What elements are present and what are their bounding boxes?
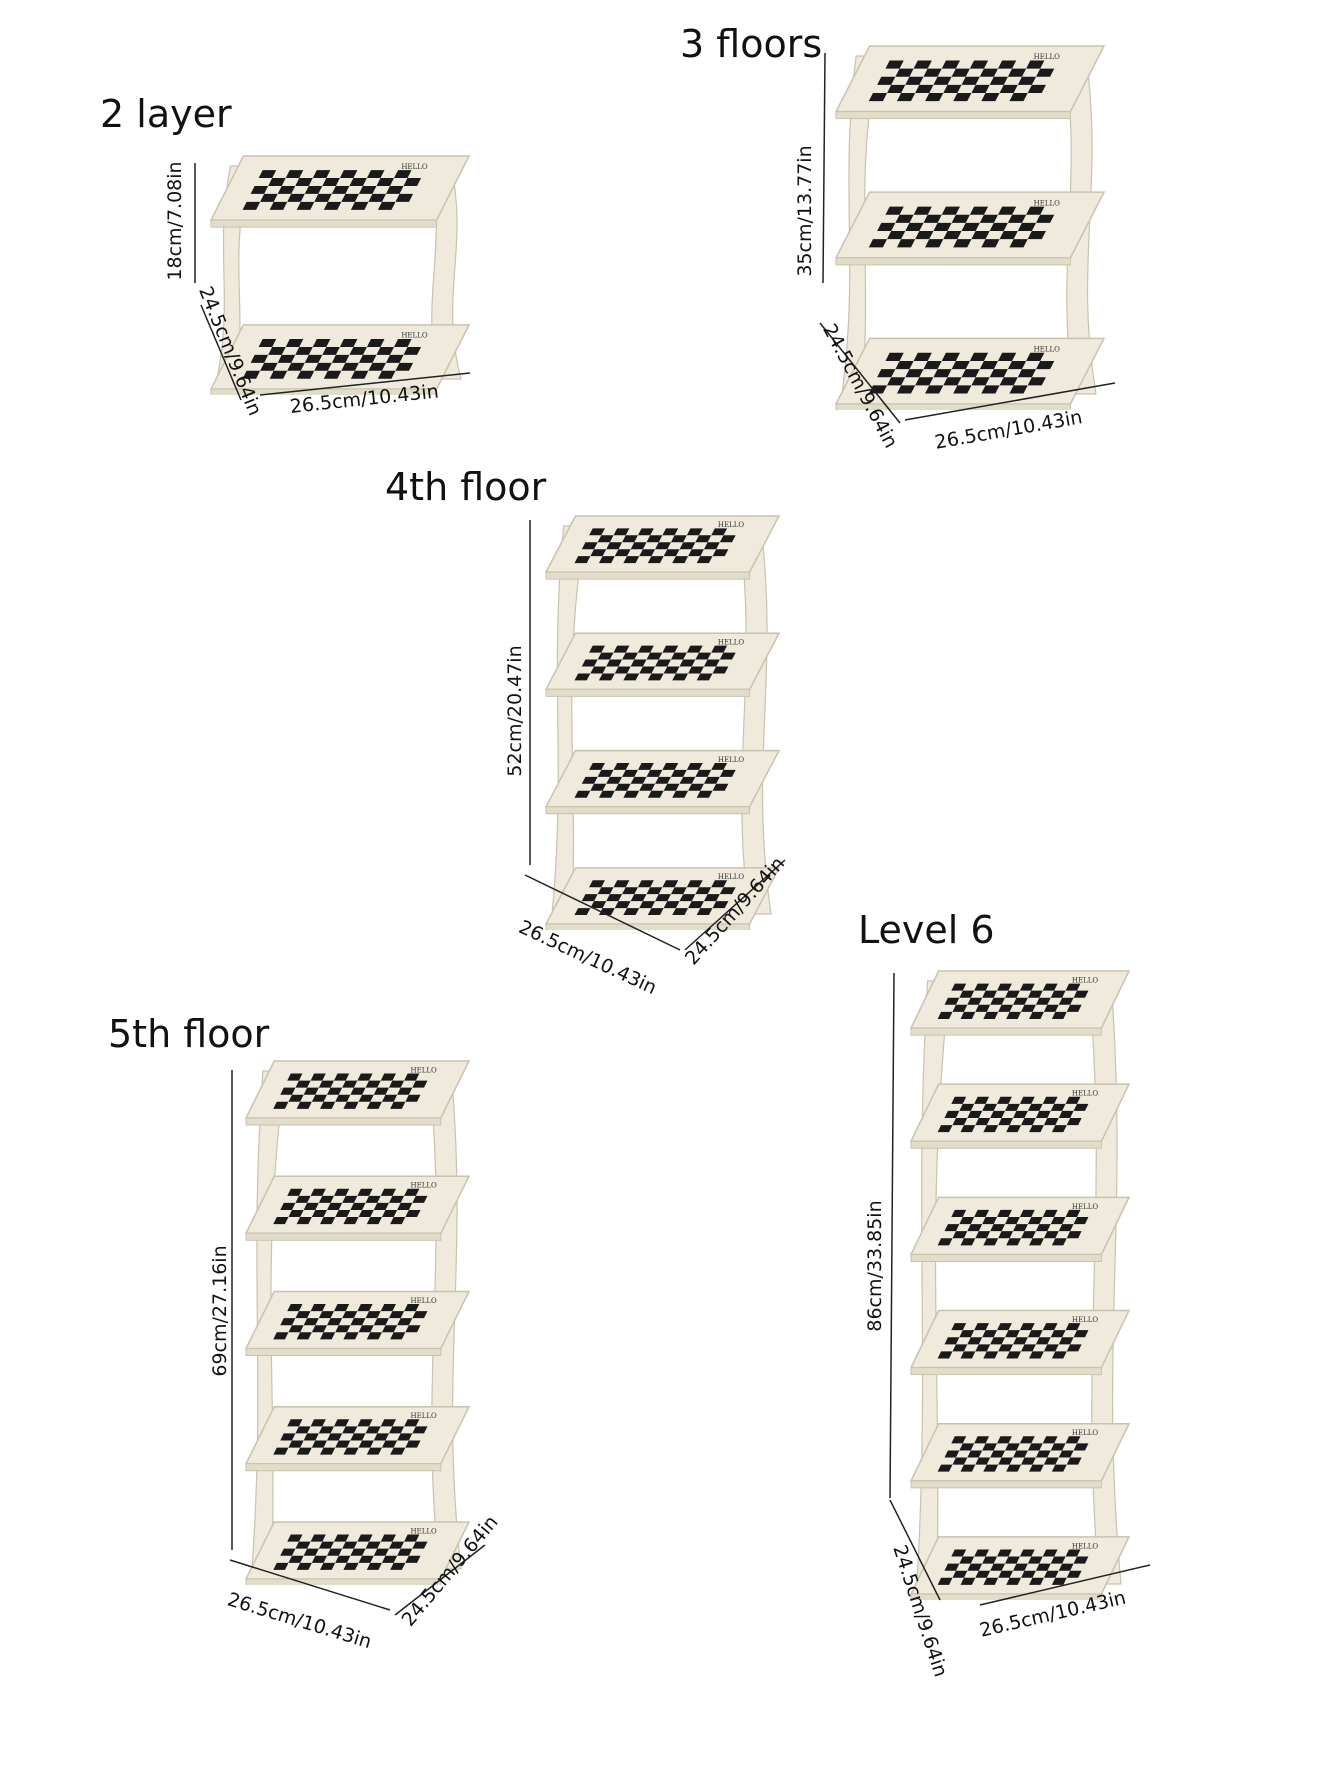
brand-mark: HELLO: [1034, 199, 1061, 207]
height-dimension-label: 35cm/13.77in: [794, 145, 816, 277]
brand-mark: HELLO: [1072, 976, 1099, 984]
shoe-rack-image: HELLO HELLO HELLO HELLO HELLO: [240, 1055, 475, 1585]
brand-mark: HELLO: [411, 1297, 438, 1305]
brand-mark: HELLO: [1034, 53, 1061, 61]
brand-mark: HELLO: [411, 1527, 438, 1535]
variant-title: 3 floors: [680, 22, 823, 66]
height-dimension-line: [529, 520, 531, 865]
width-dimension-line: [904, 382, 1116, 421]
depth-dimension-line: [200, 304, 242, 401]
rack-shelf: HELLO: [244, 1406, 471, 1472]
shoe-rack-image: HELLO HELLO HELLO HELLO: [540, 510, 785, 930]
rack-shelf: HELLO: [209, 324, 471, 395]
brand-mark: HELLO: [411, 1066, 438, 1074]
variant-title: 4th floor: [385, 465, 547, 509]
height-dimension-line: [231, 1070, 233, 1550]
width-dimension-line: [979, 1564, 1151, 1606]
shoe-rack-image: HELLO HELLO HELLO HELLO HELLO HELLO: [905, 965, 1135, 1600]
depth-dimension-line: [394, 1544, 486, 1616]
brand-mark: HELLO: [718, 756, 745, 764]
brand-mark: HELLO: [1072, 1429, 1099, 1437]
rack-shelf: HELLO: [909, 1196, 1131, 1262]
rack-shelf: HELLO: [834, 337, 1106, 410]
shoe-rack-illustration: HELLO HELLO HELLO: [834, 45, 1106, 410]
rack-shelf: HELLO: [909, 1083, 1131, 1149]
rack-shelf: HELLO: [909, 1536, 1131, 1600]
brand-mark: HELLO: [718, 521, 745, 529]
rack-shelf: HELLO: [209, 155, 471, 228]
brand-mark: HELLO: [411, 1182, 438, 1190]
depth-dimension-line: [819, 322, 901, 424]
rack-shelf: HELLO: [244, 1290, 471, 1356]
width-dimension-line: [229, 1559, 391, 1611]
rack-shelf: HELLO: [244, 1060, 471, 1126]
height-dimension-line: [194, 163, 196, 283]
rack-shelf: HELLO: [544, 749, 781, 815]
shoe-rack-image: HELLO HELLO HELLO: [830, 40, 1110, 410]
rack-shelf: HELLO: [909, 1422, 1131, 1489]
shoe-rack-illustration: HELLO HELLO HELLO HELLO: [544, 515, 781, 930]
rack-shelf: HELLO: [244, 1175, 471, 1241]
depth-dimension-line: [889, 1499, 941, 1601]
rack-shelf: HELLO: [909, 970, 1131, 1036]
rack-shelf: HELLO: [544, 515, 781, 580]
depth-dimension-line: [684, 859, 786, 951]
rack-shelf: HELLO: [834, 191, 1106, 266]
shoe-rack-illustration: HELLO HELLO HELLO HELLO HELLO: [244, 1060, 471, 1585]
height-dimension-line: [822, 52, 826, 284]
brand-mark: HELLO: [411, 1412, 438, 1420]
shoe-rack-illustration: HELLO HELLO: [209, 155, 471, 395]
rack-shelf: HELLO: [544, 867, 781, 930]
height-dimension-label: 69cm/27.16in: [209, 1245, 231, 1377]
rack-shelf: HELLO: [834, 45, 1106, 120]
height-dimension-label: 86cm/33.85in: [864, 1200, 886, 1332]
shoe-rack-illustration: HELLO HELLO HELLO HELLO HELLO HELLO: [909, 970, 1131, 1600]
brand-mark: HELLO: [1072, 1090, 1099, 1098]
brand-mark: HELLO: [1072, 1316, 1099, 1324]
variant-title: Level 6: [858, 908, 995, 952]
variant-title: 2 layer: [100, 92, 232, 136]
height-dimension-label: 52cm/20.47in: [504, 645, 526, 777]
brand-mark: HELLO: [401, 163, 428, 171]
rack-shelf: HELLO: [909, 1309, 1131, 1376]
height-dimension-line: [889, 972, 895, 1499]
shoe-rack-image: HELLO HELLO: [205, 150, 475, 395]
width-dimension-line: [259, 372, 471, 396]
height-dimension-label: 18cm/7.08in: [164, 161, 186, 281]
brand-mark: HELLO: [401, 332, 428, 340]
brand-mark: HELLO: [1072, 1542, 1099, 1550]
brand-mark: HELLO: [1072, 1203, 1099, 1211]
brand-mark: HELLO: [718, 873, 745, 881]
rack-shelf: HELLO: [544, 632, 781, 697]
brand-mark: HELLO: [1034, 345, 1061, 353]
brand-mark: HELLO: [718, 639, 745, 647]
variant-title: 5th floor: [108, 1012, 270, 1056]
width-dimension-line: [524, 874, 681, 951]
